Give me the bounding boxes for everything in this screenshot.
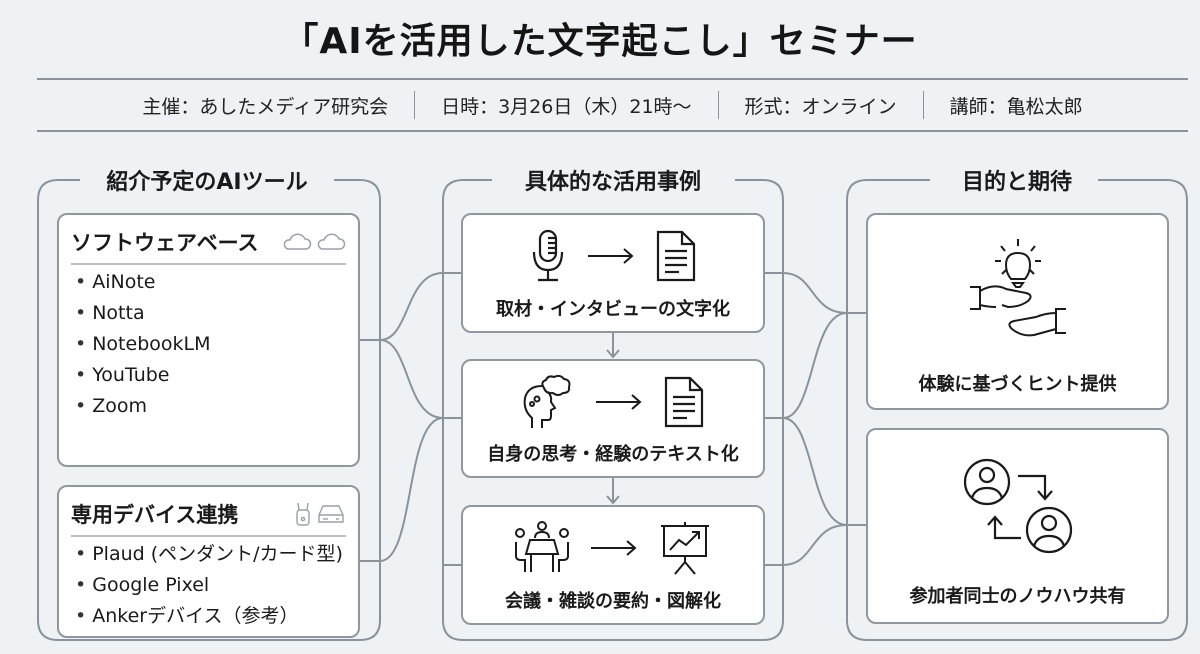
- microphone-icon: [532, 229, 564, 282]
- case-label: 会議・雑談の要約・図解化: [505, 591, 721, 612]
- case-card: 自身の思考・経験のテキスト化: [461, 359, 765, 478]
- page-title: 「AIを活用した文字起こし」セミナー: [282, 21, 918, 62]
- goal-label: 体験に基づくヒント提供: [918, 374, 1117, 395]
- format: 形式：オンライン: [744, 95, 897, 118]
- hands-lightbulb-icon: [969, 239, 1066, 337]
- cloud-icon: [283, 233, 312, 250]
- meeting-table-icon: [515, 521, 569, 572]
- recorder-device-icon: [296, 502, 310, 526]
- connector-curve: [379, 339, 461, 419]
- software-heading-row: ソフトウェアベース: [71, 227, 346, 265]
- lecturer: 講師：亀松太郎: [949, 95, 1083, 118]
- list-item: YouTube: [75, 360, 211, 391]
- devices-card: 専用デバイス連携 Plaud (ペンダント/カード型) Google Pixel…: [57, 485, 360, 638]
- thinking-head-icon: [523, 374, 571, 428]
- down-arrow-icon: [606, 495, 620, 505]
- connector-curve: [379, 272, 461, 341]
- list-item: NotebookLM: [75, 329, 210, 360]
- organizer: 主催：あしたメディア研究会: [142, 95, 389, 118]
- list-item: Notta: [75, 298, 211, 329]
- tools-section-title: 紹介予定のAIツール: [92, 164, 322, 196]
- arrow-right-icon: [588, 248, 634, 264]
- datetime: 日時：3月26日（木）21時〜: [441, 95, 692, 118]
- goal-card: 体験に基づくヒント提供: [866, 213, 1169, 410]
- list-item: Plaud (ペンダント/カード型): [75, 539, 343, 570]
- document-icon: [656, 230, 696, 282]
- down-arrow-icon: [606, 349, 620, 359]
- divider: [37, 78, 1188, 80]
- arrow-right-icon: [591, 540, 637, 556]
- software-card: ソフトウェアベース AiNote Notta NotebookLM YouTub…: [57, 213, 360, 467]
- software-heading: ソフトウェアベース: [71, 231, 259, 255]
- connector-curve: [379, 417, 444, 562]
- document-icon: [664, 376, 704, 428]
- connector-curve: [782, 417, 866, 526]
- frame-cases: [442, 179, 784, 641]
- arrow-right-icon: [596, 394, 642, 410]
- presentation-chart-icon: [661, 522, 709, 575]
- case-card: 取材・インタビューの文字化: [461, 213, 765, 333]
- frame-goals: [846, 179, 1188, 641]
- storage-device-icon: [318, 505, 344, 523]
- connector-curve: [782, 272, 866, 314]
- cloud-icon: [317, 233, 346, 250]
- connector-curve: [782, 312, 848, 419]
- frame-tools: [37, 179, 381, 641]
- case-label: 取材・インタビューの文字化: [496, 299, 730, 320]
- goal-card: 参加者同士のノウハウ共有: [866, 428, 1169, 624]
- people-exchange-icon: [963, 458, 1072, 554]
- divider: [717, 91, 719, 119]
- divider: [922, 91, 924, 119]
- divider: [414, 91, 416, 119]
- divider: [37, 130, 1188, 132]
- devices-heading-row: 専用デバイス連携: [71, 499, 346, 537]
- info-bar: 主催：あしたメディア研究会 日時：3月26日（木）21時〜 形式：オンライン 講…: [37, 80, 1188, 130]
- case-label: 自身の思考・経験のテキスト化: [487, 444, 739, 465]
- goals-section-title: 目的と期待: [947, 164, 1087, 196]
- list-item: Zoom: [75, 391, 211, 422]
- devices-heading: 専用デバイス連携: [71, 503, 239, 527]
- list-item: AiNote: [75, 267, 211, 298]
- list-item: Google Pixel: [75, 570, 343, 601]
- software-list: AiNote Notta NotebookLM YouTube Zoom: [75, 267, 211, 422]
- devices-list: Plaud (ペンダント/カード型) Google Pixel Ankerデバイ…: [75, 539, 343, 632]
- cases-section-title: 具体的な活用事例: [510, 164, 716, 196]
- goal-label: 参加者同士のノウハウ共有: [909, 586, 1126, 607]
- connector-curve: [782, 524, 848, 566]
- list-item: Ankerデバイス（参考）: [75, 601, 343, 632]
- case-card: 会議・雑談の要約・図解化: [461, 505, 765, 625]
